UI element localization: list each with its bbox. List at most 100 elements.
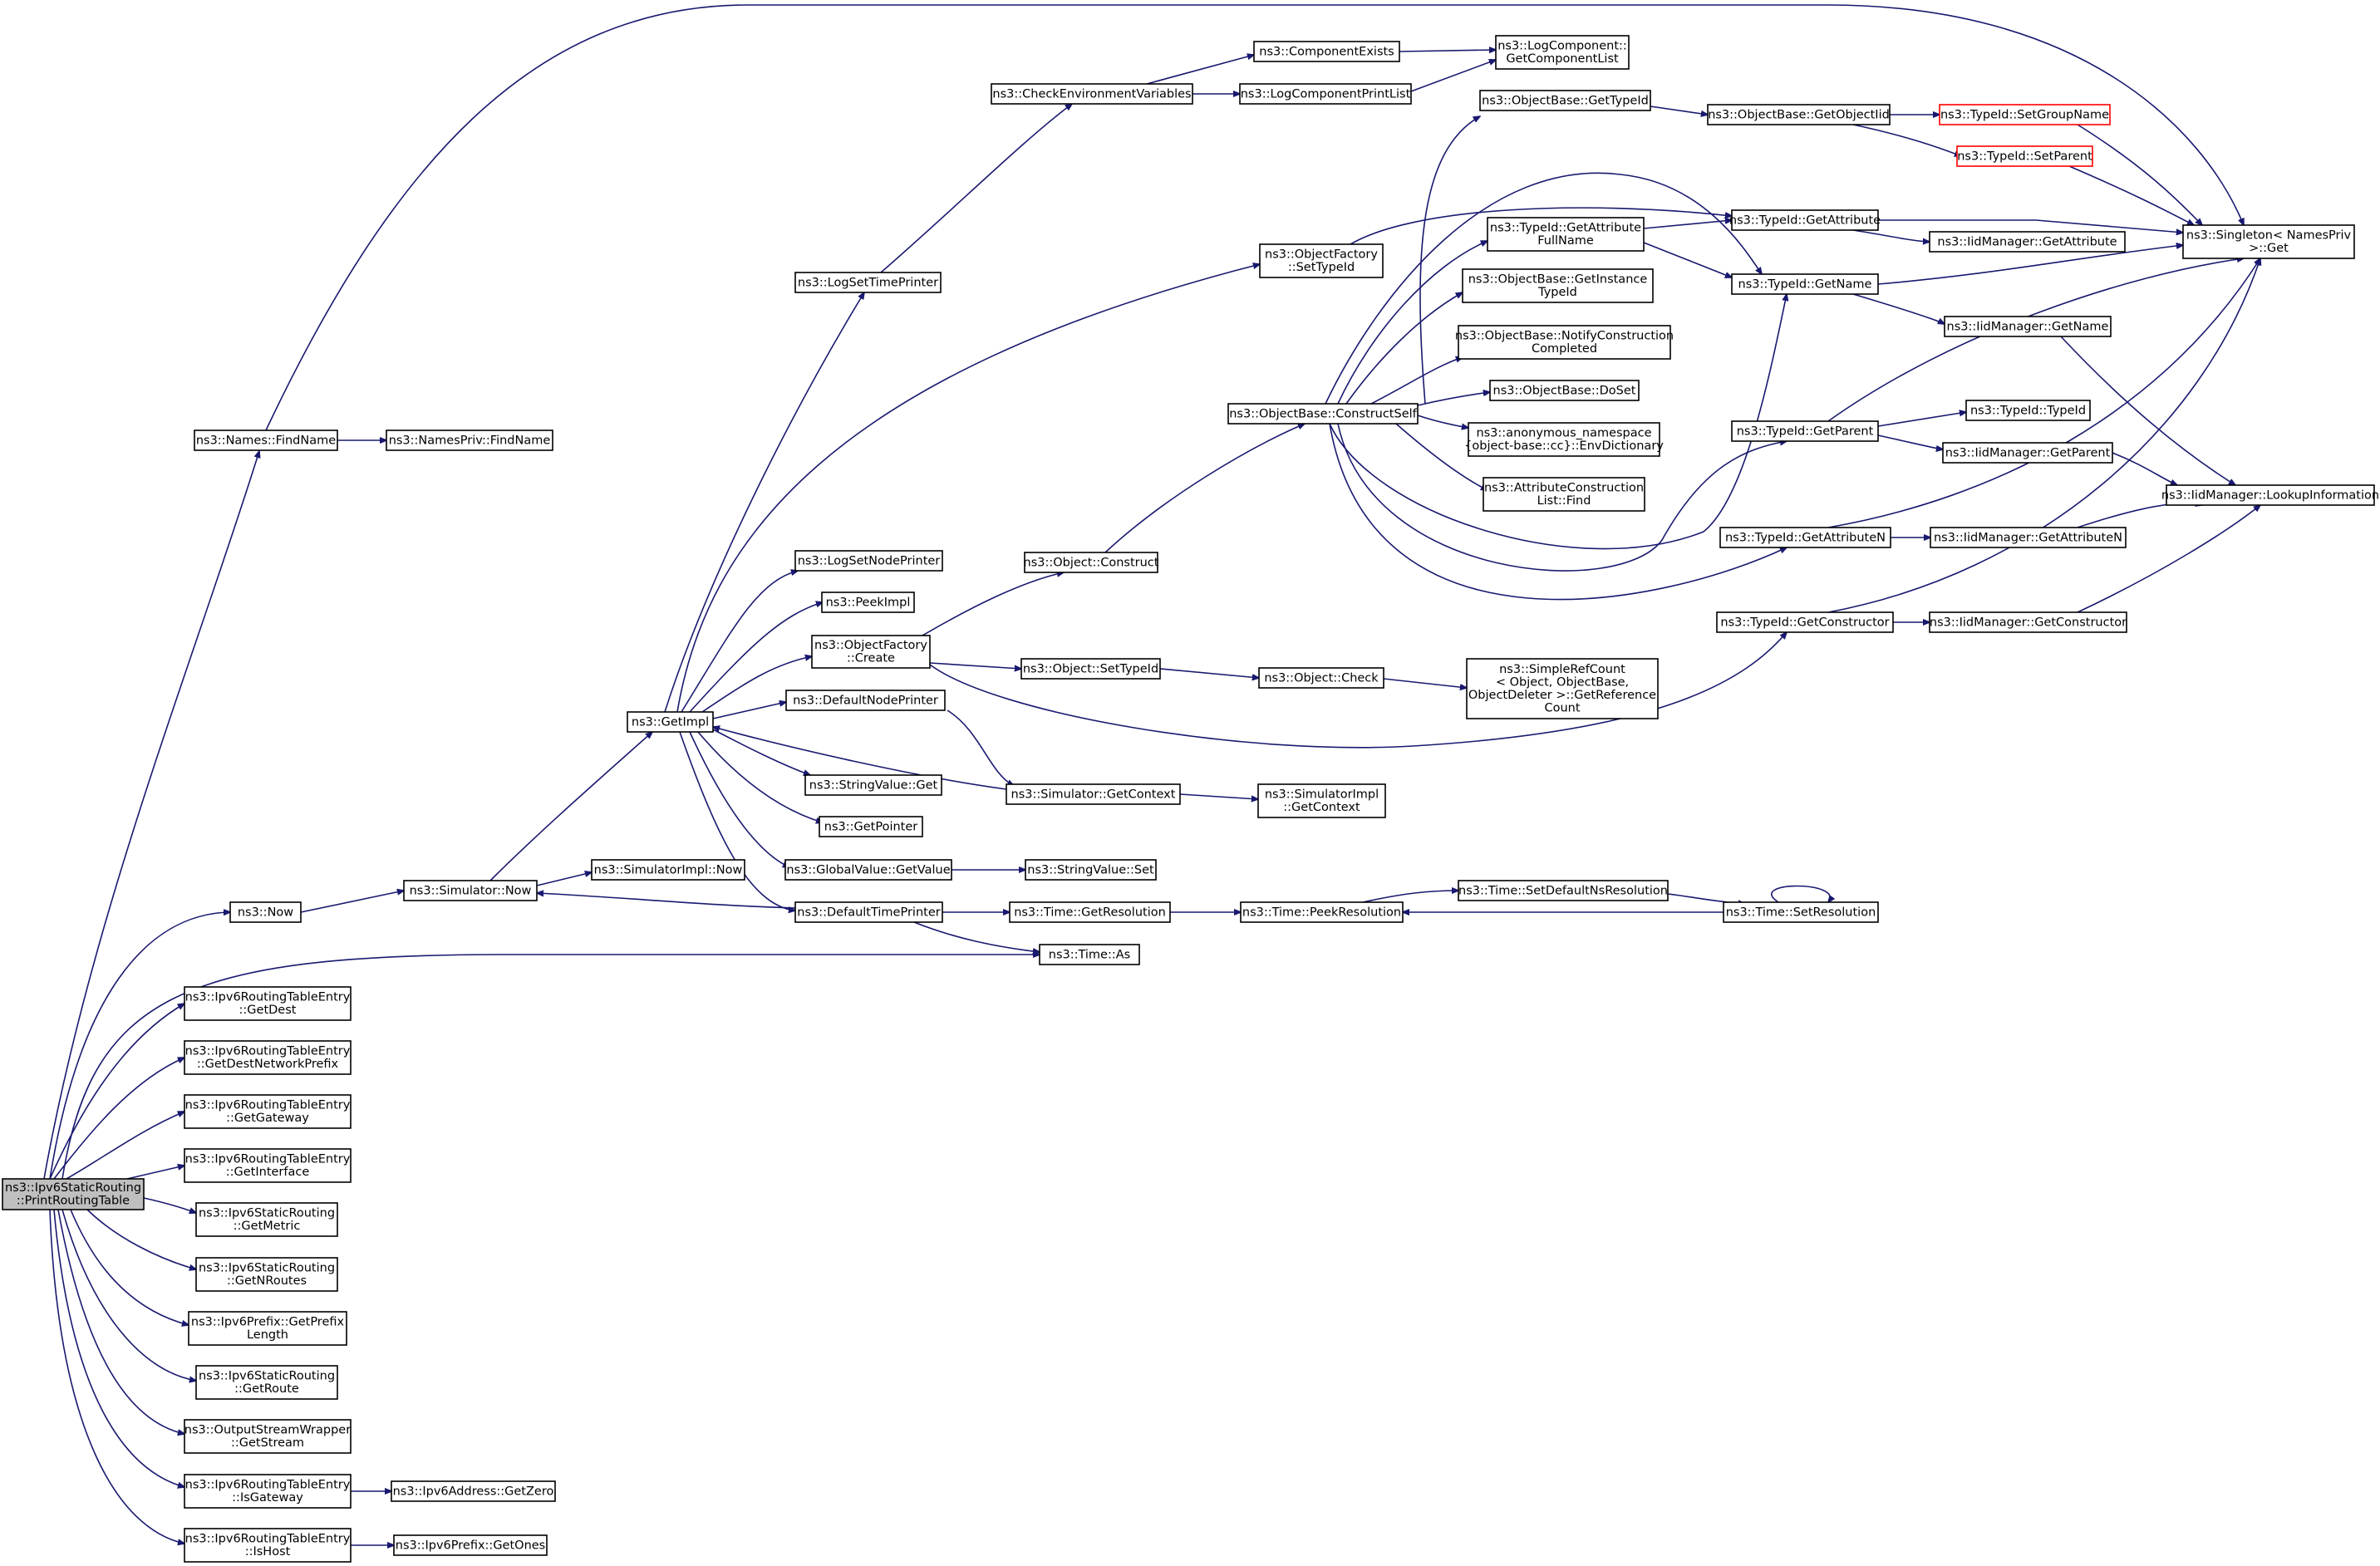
node-getcomplist[interactable]: ns3::LogComponent::GetComponentList — [1495, 35, 1630, 70]
node-rte_getinterface[interactable]: ns3::Ipv6RoutingTableEntry::GetInterface — [184, 1148, 352, 1183]
node-objfact_create[interactable]: ns3::ObjectFactory::Create — [811, 635, 931, 669]
node-ob_constructself[interactable]: ns3::ObjectBase::ConstructSelf — [1227, 403, 1419, 425]
node-rte_ishost[interactable]: ns3::Ipv6RoutingTableEntry::IsHost — [184, 1528, 352, 1563]
node-deftimeprinter[interactable]: ns3::DefaultTimePrinter — [794, 901, 943, 923]
node-tid_getattributen[interactable]: ns3::TypeId::GetAttributeN — [1719, 527, 1891, 548]
node-singleton_get[interactable]: ns3::Singleton< NamesPriv>::Get — [2182, 224, 2355, 259]
node-tid_getparent[interactable]: ns3::TypeId::GetParent — [1731, 420, 1879, 442]
edge-root-to-rte_ishost — [49, 1209, 184, 1544]
node-label: ns3::Simulator::Now — [410, 884, 532, 897]
node-box — [393, 1534, 548, 1556]
node-label: ns3::TypeId::GetName — [1738, 277, 1872, 291]
node-iid_getparent[interactable]: ns3::IidManager::GetParent — [1942, 442, 2113, 464]
node-simplerefcount[interactable]: ns3::SimpleRefCount< Object, ObjectBase,… — [1466, 658, 1659, 719]
node-ob_notifyconstruction[interactable]: ns3::ObjectBase::NotifyConstructionCompl… — [1455, 325, 1674, 360]
node-envdictionary[interactable]: ns3::anonymous_namespace{object-base::cc… — [1464, 422, 1664, 457]
node-time_setdefault[interactable]: ns3::Time::SetDefaultNsResolution — [1458, 880, 1669, 901]
node-compexists[interactable]: ns3::ComponentExists — [1253, 41, 1400, 62]
edge-getimpl-to-objfact_create — [701, 656, 812, 713]
node-iid_lookupinfo[interactable]: ns3::IidManager::LookupInformation — [2161, 484, 2379, 506]
node-defnodeprinter[interactable]: ns3::DefaultNodePrinter — [785, 690, 946, 711]
node-tid_getname[interactable]: ns3::TypeId::GetName — [1731, 273, 1879, 295]
node-sr_getnroutes[interactable]: ns3::Ipv6StaticRouting::GetNRoutes — [195, 1257, 338, 1292]
node-box — [1259, 243, 1384, 278]
edge-root-to-rte_getdest — [49, 1004, 184, 1180]
node-names_findname[interactable]: ns3::Names::FindName — [194, 430, 338, 451]
node-iid_getattribute[interactable]: ns3::IidManager::GetAttribute — [1929, 231, 2126, 253]
node-sim_now[interactable]: ns3::Simulator::Now — [403, 880, 538, 901]
edge-tid_getparent-to-tid_typeid — [1877, 412, 1966, 427]
node-tid_setgroupname[interactable]: ns3::TypeId::SetGroupName — [1939, 104, 2111, 125]
node-strval_set[interactable]: ns3::StringValue::Set — [1025, 859, 1157, 881]
node-label: ns3::Ipv6RoutingTableEntry — [185, 991, 351, 1004]
node-tid_setparent[interactable]: ns3::TypeId::SetParent — [1956, 145, 2093, 167]
node-addr_getzero[interactable]: ns3::Ipv6Address::GetZero — [391, 1480, 556, 1502]
edge-getimpl-to-logsettime — [664, 292, 864, 713]
node-time_as[interactable]: ns3::Time::As — [1039, 944, 1140, 965]
node-label: ns3::TypeId::GetAttributeN — [1725, 531, 1886, 544]
node-box — [1468, 422, 1660, 457]
node-tid_getconstructor[interactable]: ns3::TypeId::GetConstructor — [1716, 611, 1894, 633]
node-box — [1458, 880, 1669, 901]
node-obj_check[interactable]: ns3::Object::Check — [1258, 667, 1384, 689]
node-label: ns3::ObjectBase::GetInstance — [1468, 273, 1648, 287]
node-strval_get[interactable]: ns3::StringValue::Get — [804, 774, 942, 796]
node-box — [1025, 859, 1157, 881]
node-iid_getconstructor[interactable]: ns3::IidManager::GetConstructor — [1929, 611, 2127, 633]
node-time_peekres[interactable]: ns3::Time::PeekResolution — [1240, 901, 1404, 923]
node-simimpl_now[interactable]: ns3::SimulatorImpl::Now — [591, 859, 745, 881]
node-box — [229, 901, 302, 923]
node-iid_getname[interactable]: ns3::IidManager::GetName — [1944, 316, 2112, 337]
node-root[interactable]: ns3::Ipv6StaticRouting::PrintRoutingTabl… — [2, 1178, 145, 1210]
node-logsetnode[interactable]: ns3::LogSetNodePrinter — [794, 550, 943, 572]
node-time_setres[interactable]: ns3::Time::SetResolution — [1723, 901, 1879, 923]
node-label: ns3::Time::As — [1049, 948, 1130, 961]
node-rte_isgateway[interactable]: ns3::Ipv6RoutingTableEntry::IsGateway — [184, 1474, 352, 1509]
node-label: ::GetDestNetworkPrefix — [197, 1058, 339, 1071]
edge-iid_getconstructor-to-iid_lookupinfo — [2077, 505, 2260, 613]
node-peekimpl[interactable]: ns3::PeekImpl — [821, 592, 915, 613]
node-ob_doset[interactable]: ns3::ObjectBase::DoSet — [1489, 380, 1640, 401]
node-label: ns3::SimpleRefCount — [1499, 663, 1625, 676]
node-box — [1239, 83, 1412, 105]
node-sr_getmetric[interactable]: ns3::Ipv6StaticRouting::GetMetric — [195, 1202, 338, 1237]
node-now[interactable]: ns3::Now — [229, 901, 302, 923]
node-label: ns3::TypeId::GetConstructor — [1720, 616, 1889, 629]
node-obj_construct[interactable]: ns3::Object::Construct — [1024, 552, 1159, 573]
node-tid_getattribute[interactable]: ns3::TypeId::GetAttribute — [1729, 209, 1881, 231]
edge-tid_getattribute-to-iid_getattribute — [1852, 229, 1930, 242]
node-prefix_getones[interactable]: ns3::Ipv6Prefix::GetOnes — [393, 1534, 548, 1556]
edge-root-to-rte_getgateway — [66, 1112, 184, 1180]
node-logcompprint[interactable]: ns3::LogComponentPrintList — [1239, 83, 1412, 105]
node-ob_getobjectiid[interactable]: ns3::ObjectBase::GetObjectIid — [1707, 104, 1891, 125]
node-box — [991, 83, 1193, 105]
node-tid_typeid[interactable]: ns3::TypeId::TypeId — [1965, 400, 2091, 421]
node-namespriv_findname[interactable]: ns3::NamesPriv::FindName — [386, 430, 553, 451]
node-logsettime[interactable]: ns3::LogSetTimePrinter — [794, 272, 942, 293]
node-rte_getdest[interactable]: ns3::Ipv6RoutingTableEntry::GetDest — [184, 986, 352, 1021]
node-sr_getroute[interactable]: ns3::Ipv6StaticRouting::GetRoute — [195, 1365, 338, 1400]
node-getimpl[interactable]: ns3::GetImpl — [627, 711, 714, 733]
edge-root-to-now — [49, 912, 230, 1180]
node-simimpl_getcontext[interactable]: ns3::SimulatorImpl::GetContext — [1257, 783, 1386, 818]
node-label: >::Get — [2249, 242, 2289, 255]
node-label: < Object, ObjectBase, — [1496, 676, 1629, 690]
node-checkenv[interactable]: ns3::CheckEnvironmentVariables — [991, 83, 1193, 105]
node-osw_getstream[interactable]: ns3::OutputStreamWrapper::GetStream — [184, 1419, 352, 1454]
node-objfact_settypeid[interactable]: ns3::ObjectFactory::SetTypeId — [1259, 243, 1384, 278]
node-iid_getattributen[interactable]: ns3::IidManager::GetAttributeN — [1930, 527, 2127, 548]
node-time_getres[interactable]: ns3::Time::GetResolution — [1009, 901, 1171, 923]
node-rte_getgateway[interactable]: ns3::Ipv6RoutingTableEntry::GetGateway — [184, 1094, 352, 1129]
node-ob_gettypeid[interactable]: ns3::ObjectBase::GetTypeId — [1479, 90, 1651, 111]
node-gv_getvalue[interactable]: ns3::GlobalValue::GetValue — [784, 859, 952, 881]
node-getpointer[interactable]: ns3::GetPointer — [819, 816, 923, 837]
node-box — [2166, 484, 2375, 506]
node-sim_getcontext[interactable]: ns3::Simulator::GetContext — [1006, 783, 1181, 805]
node-obj_settypeid[interactable]: ns3::Object::SetTypeId — [1020, 658, 1161, 680]
node-rte_getdestprefix[interactable]: ns3::Ipv6RoutingTableEntry::GetDestNetwo… — [184, 1040, 352, 1075]
node-box — [195, 1202, 338, 1237]
